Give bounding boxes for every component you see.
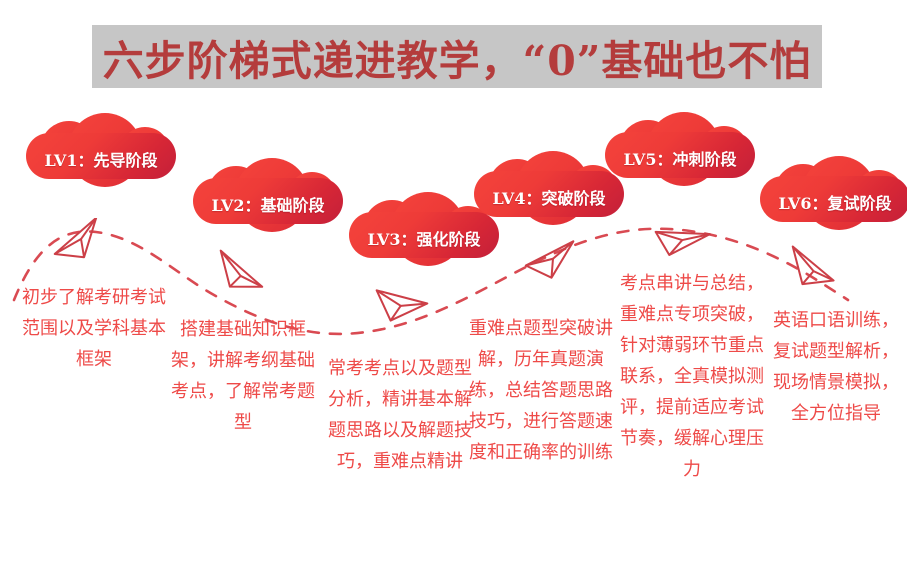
stage-badge-lv4[interactable]: LV4：突破阶段 xyxy=(474,151,624,225)
cloud-base xyxy=(193,178,343,224)
stage-description-lv3: 常考考点以及题型分析，精讲基本解题思路以及解题技巧，重难点精讲 xyxy=(328,358,472,472)
paper-plane-icon xyxy=(53,218,98,259)
stage-badge-label: LV3：强化阶段 xyxy=(367,230,481,249)
stage-badge-lv2[interactable]: LV2：基础阶段 xyxy=(193,158,343,232)
stage-badge-lv6[interactable]: LV6：复试阶段 xyxy=(760,156,907,230)
paper-plane-icon xyxy=(654,230,711,257)
title-band xyxy=(92,25,822,88)
stage-description-lv5: 考点串讲与总结，重难点专项突破，针对薄弱环节重点联系，全真模拟测评，提前适应考试… xyxy=(620,273,764,480)
paper-plane-icon xyxy=(219,249,264,288)
stage-badge-label: LV2：基础阶段 xyxy=(211,196,325,215)
cloud-base xyxy=(474,171,624,217)
stage-description-lv1: 初步了解考研考试范围以及学科基本框架 xyxy=(22,287,166,370)
paper-plane-icon xyxy=(524,240,575,279)
stage-badge-lv1[interactable]: LV1：先导阶段 xyxy=(26,113,176,187)
paper-plane-icon xyxy=(791,245,835,286)
cloud-base xyxy=(760,176,907,222)
stage-badge-label: LV1：先导阶段 xyxy=(44,151,158,170)
page-title: 六步阶梯式递进教学，“0”基础也不怕 xyxy=(102,36,812,85)
stage-badge-lv3[interactable]: LV3：强化阶段 xyxy=(349,192,499,266)
stage-badge-label: LV6：复试阶段 xyxy=(778,194,892,213)
cloud-base xyxy=(605,132,755,178)
cloud-base xyxy=(26,133,176,179)
cloud-base xyxy=(349,212,499,258)
paper-plane-icon xyxy=(375,289,429,322)
stage-badge-label: LV4：突破阶段 xyxy=(492,189,606,208)
stage-badge-label: LV5：冲刺阶段 xyxy=(623,150,737,169)
stage-description-lv6: 英语口语训练，复试题型解析，现场情景模拟，全方位指导 xyxy=(773,310,899,424)
stage-description-lv4: 重难点题型突破讲解，历年真题演练，总结答题思路技巧，进行答题速度和正确率的训练 xyxy=(469,318,613,463)
stage-description-lv2: 搭建基础知识框架，讲解考纲基础考点，了解常考题型 xyxy=(171,319,315,433)
stage-badge-lv5[interactable]: LV5：冲刺阶段 xyxy=(605,112,755,186)
